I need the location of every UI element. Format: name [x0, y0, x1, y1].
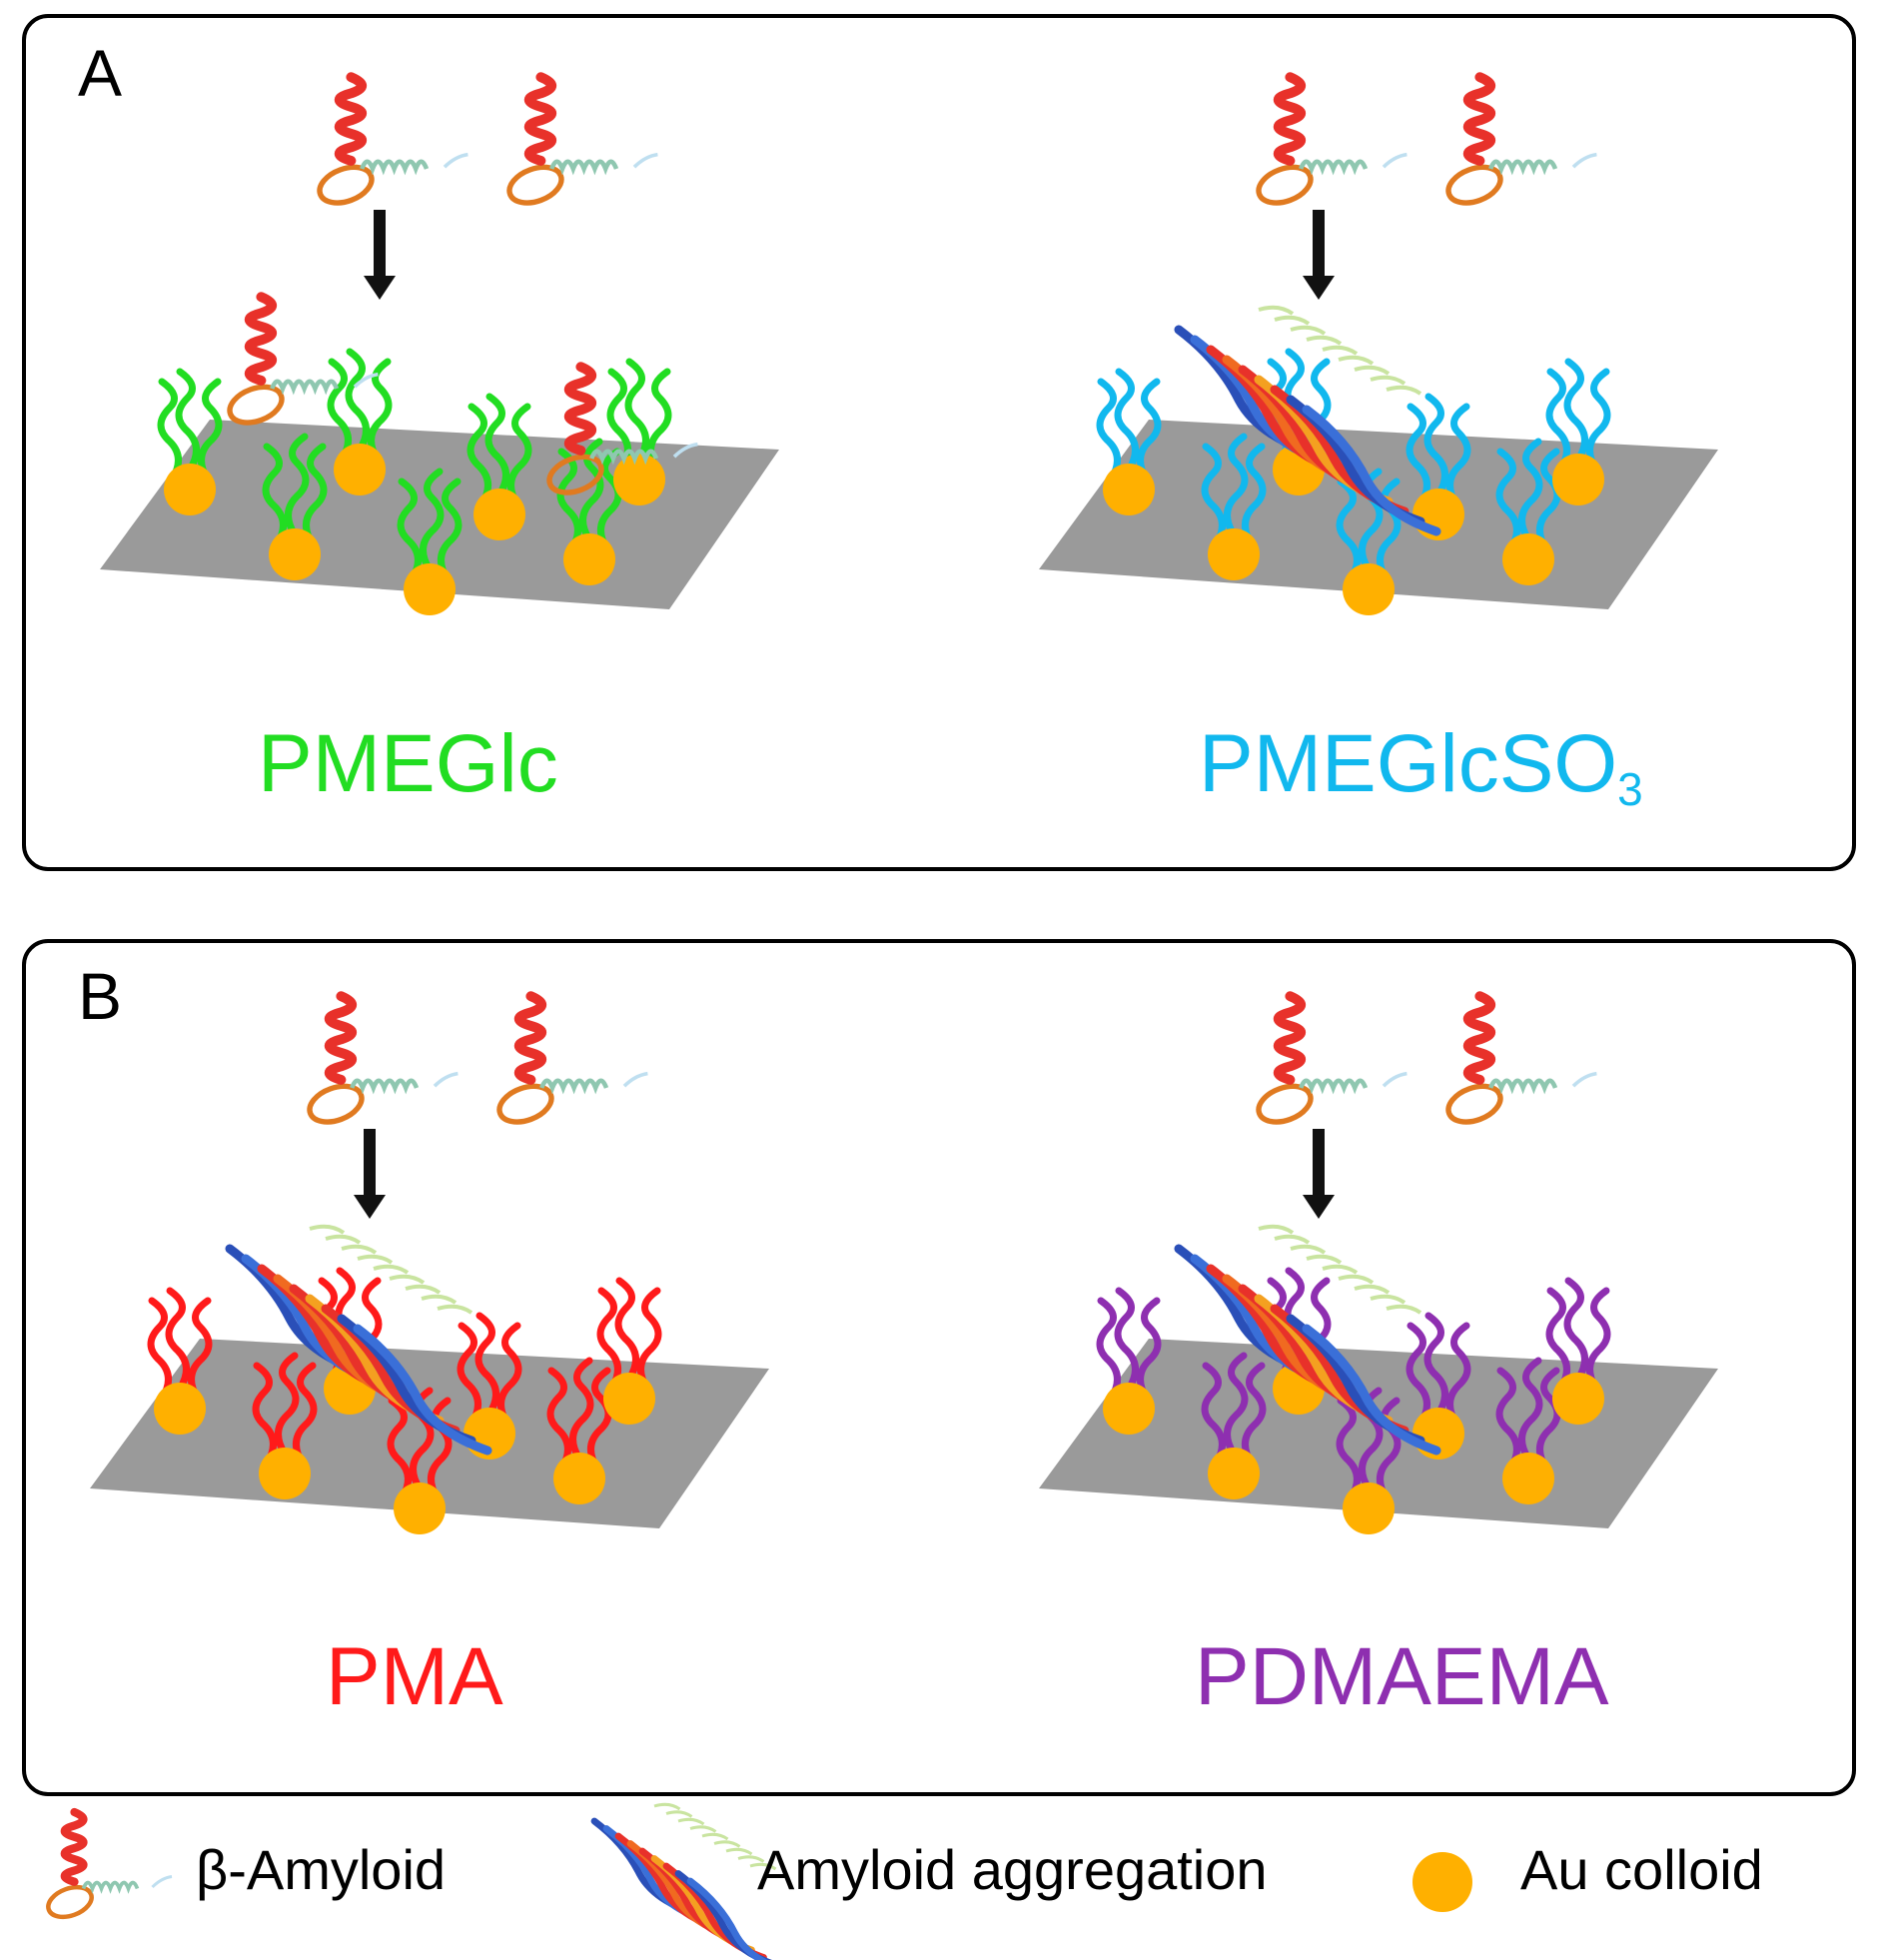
- pdmaema-au-colloid: [1103, 1383, 1155, 1435]
- label-pdmaema: PDMAEMA: [1195, 1636, 1609, 1718]
- pma-amyloid-2: [496, 991, 648, 1125]
- pmeglc-amyloid-3: [227, 292, 379, 426]
- amyloid-aggregation-icon: [590, 1802, 777, 1960]
- legend-colloid-glyph: [1412, 1852, 1472, 1912]
- pdmaema-au-colloid: [1208, 1448, 1260, 1499]
- label-pmeglc-text: PMEGlc: [258, 718, 558, 809]
- pmeglcso3-arrow: [1303, 210, 1335, 300]
- legend-aggregation-glyph: [590, 1802, 777, 1960]
- pmeglc-amyloid-2: [506, 72, 658, 206]
- pmeglc-surface-group: [100, 348, 779, 615]
- pmeglc-au-colloid: [404, 563, 456, 615]
- pmeglc-au-colloid: [473, 489, 525, 540]
- pdmaema-surface-group: [1039, 1267, 1718, 1534]
- pdmaema-aggregation: [1174, 1224, 1441, 1456]
- label-pma-text: PMA: [326, 1631, 503, 1722]
- pdmaema-amyloid-2: [1445, 991, 1597, 1125]
- pma-au-colloid: [259, 1448, 311, 1499]
- pmeglcso3-aggregation: [1174, 305, 1441, 536]
- pmeglc-amyloid-4: [546, 362, 698, 495]
- pmeglcso3-au-colloid: [1208, 528, 1260, 580]
- label-pmeglcso3-text: PMEGlcSO: [1199, 718, 1618, 809]
- legend-amyloid-aggregation: Amyloid aggregation: [757, 1838, 1268, 1901]
- panel-letter-b: B: [78, 959, 123, 1033]
- scene-pdmaema: [1039, 991, 1718, 1534]
- pmeglcso3-au-colloid: [1103, 464, 1155, 515]
- beta-amyloid-icon: [46, 1807, 173, 1920]
- panel-letter-a: A: [78, 36, 123, 110]
- scene-pma: [90, 991, 769, 1534]
- pdmaema-au-colloid: [1343, 1482, 1395, 1534]
- label-pma: PMA: [326, 1636, 503, 1718]
- legend-amyloid-glyph: [46, 1807, 173, 1920]
- pma-au-colloid: [154, 1383, 206, 1435]
- legend-au-colloid: Au colloid: [1520, 1838, 1763, 1901]
- pma-au-colloid: [553, 1453, 605, 1504]
- pdmaema-au-colloid: [1502, 1453, 1554, 1504]
- legend-beta-amyloid: β-Amyloid: [196, 1838, 447, 1901]
- pmeglcso3-amyloid-2: [1445, 72, 1597, 206]
- pmeglc-au-colloid: [164, 464, 216, 515]
- scene-pmeglc: [100, 72, 779, 615]
- pmeglcso3-au-colloid: [1343, 563, 1395, 615]
- pma-arrow: [354, 1129, 386, 1219]
- pma-aggregation: [225, 1224, 492, 1456]
- pmeglcso3-amyloid-1: [1256, 72, 1408, 206]
- pmeglc-au-colloid: [269, 528, 321, 580]
- pmeglc-amyloid-1: [317, 72, 469, 206]
- au-colloid-icon: [1412, 1852, 1472, 1912]
- pmeglc-au-colloid: [334, 444, 386, 495]
- pmeglcso3-au-colloid: [1552, 454, 1604, 505]
- label-pmeglc: PMEGlc: [258, 723, 558, 805]
- scene-pmeglcso3: [1039, 72, 1718, 615]
- pmeglc-au-colloid: [613, 454, 665, 505]
- pmeglcso3-au-colloid: [1502, 533, 1554, 585]
- pmeglc-au-colloid: [563, 533, 615, 585]
- label-pdmaema-text: PDMAEMA: [1195, 1631, 1609, 1722]
- pma-au-colloid: [394, 1482, 446, 1534]
- pma-amyloid-1: [307, 991, 459, 1125]
- pdmaema-arrow: [1303, 1129, 1335, 1219]
- label-pmeglcso3: PMEGlcSO3: [1199, 723, 1643, 815]
- label-pmeglcso3-subscript: 3: [1617, 763, 1643, 815]
- pma-surface-group: [90, 1267, 769, 1534]
- pma-au-colloid: [603, 1373, 655, 1425]
- pmeglcso3-surface-group: [1039, 348, 1718, 615]
- pdmaema-au-colloid: [1552, 1373, 1604, 1425]
- pmeglc-arrow: [364, 210, 396, 300]
- pdmaema-amyloid-1: [1256, 991, 1408, 1125]
